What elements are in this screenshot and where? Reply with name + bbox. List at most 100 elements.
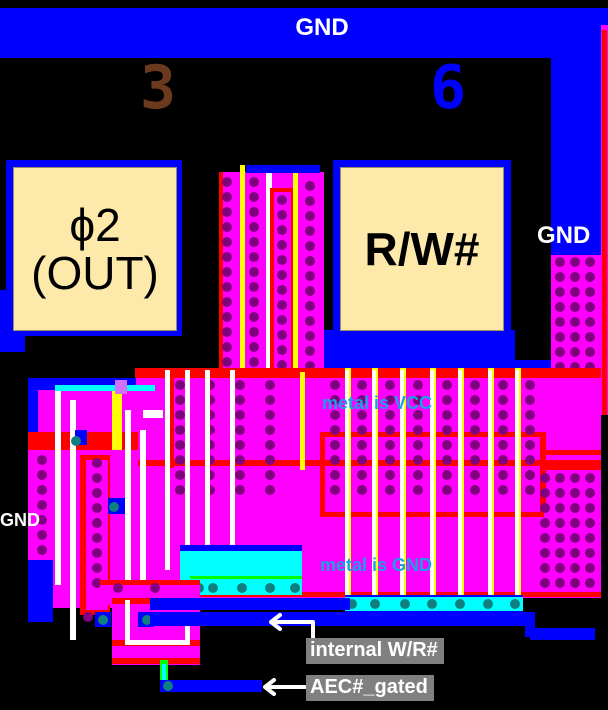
contact [442, 410, 452, 420]
contact [442, 470, 452, 480]
contact [37, 485, 47, 495]
contact [470, 440, 480, 450]
poly-strip [240, 165, 245, 370]
bottom-wire [125, 640, 190, 645]
contact [277, 240, 287, 250]
via-contact [71, 436, 81, 446]
contact [277, 345, 287, 355]
contact [175, 395, 185, 405]
contact [555, 548, 565, 558]
left-wire-hz [143, 410, 163, 418]
contact [357, 470, 367, 480]
contact [413, 470, 423, 480]
contact [525, 395, 535, 405]
contact [555, 563, 565, 573]
contact [92, 548, 102, 558]
contact [555, 533, 565, 543]
contact [305, 241, 315, 251]
contact [385, 395, 395, 405]
contact [570, 503, 580, 513]
contact [570, 332, 580, 342]
contact [525, 455, 535, 465]
pad-rw-label: R/W# [364, 223, 480, 275]
internal-wr-metal-bend [525, 612, 535, 637]
gate-white [488, 370, 492, 595]
contact [555, 578, 565, 588]
contact [555, 287, 565, 297]
contact [305, 286, 315, 296]
via-pad-light [115, 380, 127, 394]
diff-inner [274, 192, 291, 370]
gnd-rail-label-left: GND [0, 510, 40, 530]
gate-strip [266, 165, 272, 370]
left-via-wire [55, 385, 155, 391]
contact [470, 425, 480, 435]
contact [305, 211, 315, 221]
contact [413, 485, 423, 495]
via-contact [208, 583, 218, 593]
contact [570, 257, 580, 267]
arrow-internal-wr [269, 613, 315, 642]
left-wire [55, 390, 61, 585]
contact [265, 485, 275, 495]
contact [222, 222, 232, 232]
contact [305, 271, 315, 281]
contact [470, 455, 480, 465]
contact [235, 410, 245, 420]
pad-rw: R/W# [340, 167, 504, 331]
contact [222, 312, 232, 322]
contact [222, 267, 232, 277]
contact [83, 612, 93, 622]
contact [249, 267, 259, 277]
contact [357, 410, 367, 420]
contact [570, 578, 580, 588]
poly-right-row [540, 450, 601, 455]
contact [470, 485, 480, 495]
via-contact [400, 599, 410, 609]
signal-label-aec-gated: AEC#_gated [306, 675, 434, 701]
gate-white [372, 370, 376, 595]
contact [92, 473, 102, 483]
via-contact [98, 615, 108, 625]
contact [222, 237, 232, 247]
contact [570, 473, 580, 483]
contact [555, 272, 565, 282]
contact [570, 533, 580, 543]
contact [249, 177, 259, 187]
metal-vcc-note: metal is VCC [322, 393, 433, 413]
poly-mid-left [135, 460, 305, 466]
pad-number-6: 6 [430, 53, 467, 123]
contact [525, 485, 535, 495]
bottom-wire [125, 600, 130, 645]
contact [249, 252, 259, 262]
via-contact [265, 583, 275, 593]
contact [555, 257, 565, 267]
contact [175, 440, 185, 450]
contact [570, 302, 580, 312]
poly-right-row [540, 465, 601, 470]
contact [222, 177, 232, 187]
contact [470, 380, 480, 390]
contact [265, 455, 275, 465]
contact [555, 473, 565, 483]
contact [305, 181, 315, 191]
contact [37, 455, 47, 465]
gate-white [205, 370, 210, 570]
contact [385, 455, 395, 465]
contact [249, 342, 259, 352]
contact [540, 563, 550, 573]
contact [525, 470, 535, 480]
contact [265, 395, 275, 405]
bottom-poly [100, 580, 200, 585]
metal-gnd-note: metal is GND [320, 555, 433, 575]
contact [249, 357, 259, 367]
contact [498, 440, 508, 450]
contact [175, 485, 185, 495]
contact [249, 327, 259, 337]
contact [37, 545, 47, 555]
rw-metal-tab [355, 360, 565, 370]
contact [357, 455, 367, 465]
contact [585, 302, 595, 312]
internal-wr-metal [150, 612, 530, 626]
contact [357, 485, 367, 495]
